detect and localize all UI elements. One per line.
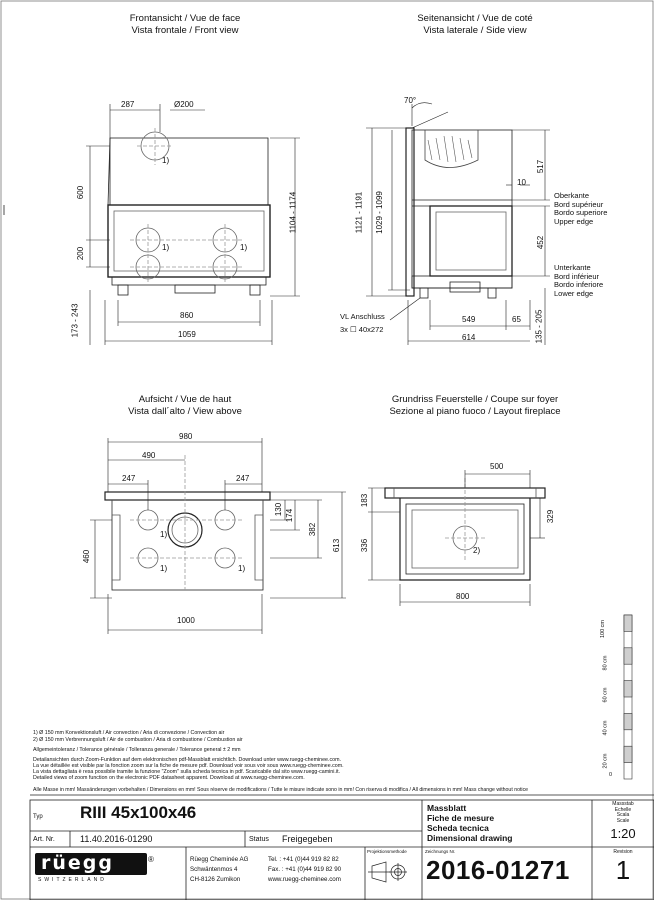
dim-label: 247 bbox=[122, 474, 136, 483]
dim-label: 173 - 243 bbox=[70, 303, 80, 338]
dim-label: 614 bbox=[462, 333, 476, 342]
detail-note: La vista dettagliata è resa possibile tr… bbox=[33, 769, 341, 775]
vl-connection-size: 3x ☐ 40x272 bbox=[340, 325, 384, 334]
graphic-scale-bar bbox=[623, 614, 633, 780]
drawing-number: 2016-01271 bbox=[426, 855, 570, 885]
article-number: 11.40.2016-01290 bbox=[80, 834, 153, 844]
marker-label: 1) bbox=[160, 564, 168, 573]
dim-label: Ø200 bbox=[174, 100, 194, 109]
dim-label: 860 bbox=[180, 311, 194, 320]
lower-edge-label: Unterkante Bord inférieur Bordo inferior… bbox=[554, 263, 604, 298]
dim-label: 70° bbox=[404, 96, 417, 105]
vl-connection-label: VL Anschluss bbox=[340, 312, 385, 321]
tolerance-note: Allgemeintoleranz / Tolerance générale /… bbox=[33, 747, 241, 753]
dim-label: 517 bbox=[536, 159, 546, 174]
dim-label: 10 bbox=[517, 178, 526, 187]
upper-edge-label: Oberkante Bord supérieur Bordo superiore… bbox=[554, 191, 608, 226]
model-title: RIII 45x100x46 bbox=[80, 803, 197, 822]
logo-subtitle: SWITZERLAND bbox=[38, 877, 107, 883]
projection-label: Projektionsmethode bbox=[367, 849, 407, 854]
dim-label: 500 bbox=[490, 462, 504, 471]
dim-label: 174 bbox=[285, 508, 295, 523]
dim-label: 1000 bbox=[177, 616, 195, 625]
dim-label: 600 bbox=[76, 185, 86, 200]
all-dimensions-note: Alle Masse in mm! Massänderungen vorbeha… bbox=[33, 787, 529, 793]
dim-label: 549 bbox=[462, 315, 476, 324]
dim-label: 336 bbox=[360, 538, 370, 553]
projection-method-symbol bbox=[368, 861, 407, 883]
typ-label: Typ bbox=[33, 814, 43, 820]
footnote: 1) Ø 150 mm Konvektionsluft / Air convec… bbox=[33, 730, 225, 736]
scale-labels: 100 cm 80 cm 60 cm 40 cm 20 cm 0 bbox=[600, 619, 613, 778]
dim-label: 1121 - 1191 bbox=[354, 191, 364, 234]
dim-label: 65 bbox=[512, 315, 521, 324]
dim-label: 1029 - 1099 bbox=[374, 191, 384, 234]
company-address: Rüegg Cheminée AG Schwäntenmos 4 CH-8126… bbox=[190, 856, 249, 883]
dim-label: 490 bbox=[142, 451, 156, 460]
dim-label: 329 bbox=[546, 509, 556, 524]
dim-label: 247 bbox=[236, 474, 250, 483]
dim-label: 382 bbox=[308, 522, 318, 537]
detail-note: Detailansichten durch Zoom-Funktion auf … bbox=[33, 757, 341, 763]
front-view-title: Frontansicht / Vue de face Vista frontal… bbox=[129, 13, 241, 36]
dim-label: 613 bbox=[332, 538, 342, 553]
dim-label: 135 - 205 bbox=[534, 309, 544, 344]
company-contact: Tel. : +41 (0)44 919 82 82 Fax. : +41 (0… bbox=[268, 856, 342, 883]
scale-label: Massstab Echelle Scala Scale bbox=[612, 801, 634, 824]
company-logo: rüegg bbox=[35, 852, 147, 875]
scale-value: 1:20 bbox=[610, 826, 636, 841]
dim-label: 1059 bbox=[178, 330, 196, 339]
layout-view-title: Grundriss Feuerstelle / Coupe sur foyer … bbox=[389, 394, 561, 417]
dim-label: 200 bbox=[76, 246, 86, 261]
revision-number: 1 bbox=[615, 855, 631, 885]
dim-label: 1104 - 1174 bbox=[288, 191, 298, 234]
front-view-drawing bbox=[86, 104, 300, 345]
status-label: Status bbox=[249, 836, 269, 843]
dim-label: 287 bbox=[121, 100, 135, 109]
article-label: Art. Nr. bbox=[33, 836, 55, 843]
revision-label: Revision bbox=[613, 849, 633, 855]
drawing-number-label: Zeichnungs Nr. bbox=[425, 849, 456, 854]
side-view-drawing bbox=[366, 102, 550, 345]
marker-label: 2) bbox=[473, 546, 481, 555]
marker-label: 1) bbox=[238, 564, 246, 573]
side-view-title: Seitenansicht / Vue de coté Vista latera… bbox=[417, 13, 533, 36]
dim-label: 460 bbox=[82, 549, 92, 564]
marker-label: 1) bbox=[160, 530, 168, 539]
layout-view-drawing bbox=[368, 470, 546, 606]
top-view-title: Aufsicht / Vue de haut Vista dall´alto /… bbox=[128, 394, 242, 417]
registered-mark: ® bbox=[148, 855, 154, 864]
dim-label: 183 bbox=[360, 493, 370, 508]
document-type: Massblatt Fiche de mesure Scheda tecnica… bbox=[427, 803, 513, 843]
dim-label: 452 bbox=[536, 235, 546, 250]
title-block-frame bbox=[29, 794, 654, 900]
top-view-drawing bbox=[90, 438, 346, 634]
status-value: Freigegeben bbox=[282, 834, 333, 844]
footnote: 2) Ø 150 mm Verbrennungsluft / Air de co… bbox=[33, 737, 243, 743]
marker-label: 1) bbox=[162, 156, 170, 165]
marker-label: 1) bbox=[240, 243, 248, 252]
dim-label: 980 bbox=[179, 432, 193, 441]
dim-label: 130 bbox=[274, 502, 284, 517]
detail-note: La vue détaillée est visible par la fonc… bbox=[33, 763, 344, 769]
marker-label: 1) bbox=[162, 243, 170, 252]
detail-note: Detailed views of zoom function on the e… bbox=[33, 775, 305, 781]
dim-label: 800 bbox=[456, 592, 470, 601]
